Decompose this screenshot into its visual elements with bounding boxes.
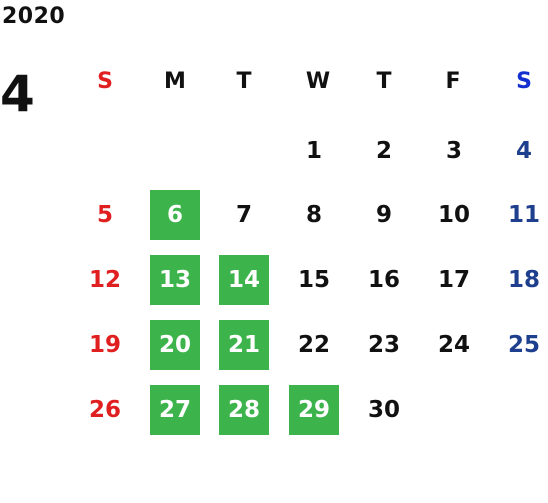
empty-day-cell bbox=[150, 126, 200, 176]
month-label: 4 bbox=[0, 65, 35, 123]
day-cell[interactable]: 10 bbox=[437, 202, 470, 228]
day-cell-highlighted[interactable]: 28 bbox=[219, 385, 269, 435]
week-row: 12 13 14 15 16 17 18 bbox=[72, 255, 548, 305]
year-label: 2020 bbox=[2, 4, 66, 29]
day-cell[interactable]: 9 bbox=[375, 202, 392, 228]
day-cell[interactable]: 25 bbox=[507, 332, 540, 358]
day-cell[interactable]: 19 bbox=[88, 332, 121, 358]
day-cell[interactable]: 30 bbox=[367, 397, 400, 423]
empty-day-cell bbox=[499, 385, 548, 435]
weekday-sunday: S bbox=[97, 68, 113, 94]
day-cell[interactable]: 8 bbox=[305, 202, 322, 228]
day-cell[interactable]: 22 bbox=[297, 332, 330, 358]
day-cell-highlighted[interactable]: 27 bbox=[150, 385, 200, 435]
day-cell[interactable]: 3 bbox=[445, 138, 462, 164]
day-cell[interactable]: 11 bbox=[507, 202, 540, 228]
day-cell[interactable]: 1 bbox=[305, 138, 322, 164]
week-row: 1 2 3 4 bbox=[72, 126, 548, 176]
day-cell[interactable]: 7 bbox=[235, 202, 252, 228]
day-cell[interactable]: 5 bbox=[96, 202, 113, 228]
empty-day-cell bbox=[80, 126, 130, 176]
day-cell[interactable]: 12 bbox=[88, 267, 121, 293]
weekday-header: S M T W T F S bbox=[72, 56, 548, 106]
day-cell[interactable]: 24 bbox=[437, 332, 470, 358]
day-cell[interactable]: 4 bbox=[515, 138, 532, 164]
day-cell[interactable]: 15 bbox=[297, 267, 330, 293]
weekday-friday: F bbox=[445, 68, 461, 94]
empty-day-cell bbox=[219, 126, 269, 176]
day-cell[interactable]: 23 bbox=[367, 332, 400, 358]
empty-day-cell bbox=[429, 385, 479, 435]
weekday-tuesday: T bbox=[236, 68, 252, 94]
day-cell[interactable]: 16 bbox=[367, 267, 400, 293]
day-cell[interactable]: 18 bbox=[507, 267, 540, 293]
day-cell-highlighted[interactable]: 21 bbox=[219, 320, 269, 370]
day-cell-highlighted[interactable]: 20 bbox=[150, 320, 200, 370]
weekday-saturday: S bbox=[516, 68, 532, 94]
weekday-wednesday: W bbox=[305, 68, 331, 94]
week-row: 26 27 28 29 30 bbox=[72, 385, 548, 435]
week-row: 5 6 7 8 9 10 11 bbox=[72, 190, 548, 240]
day-cell-highlighted[interactable]: 14 bbox=[219, 255, 269, 305]
weekday-thursday: T bbox=[376, 68, 392, 94]
day-cell[interactable]: 26 bbox=[88, 397, 121, 423]
weekday-monday: M bbox=[164, 68, 186, 94]
day-cell-highlighted[interactable]: 13 bbox=[150, 255, 200, 305]
day-cell[interactable]: 17 bbox=[437, 267, 470, 293]
week-row: 19 20 21 22 23 24 25 bbox=[72, 320, 548, 370]
day-cell-highlighted[interactable]: 29 bbox=[289, 385, 339, 435]
day-cell[interactable]: 2 bbox=[375, 138, 392, 164]
day-cell-highlighted[interactable]: 6 bbox=[150, 190, 200, 240]
